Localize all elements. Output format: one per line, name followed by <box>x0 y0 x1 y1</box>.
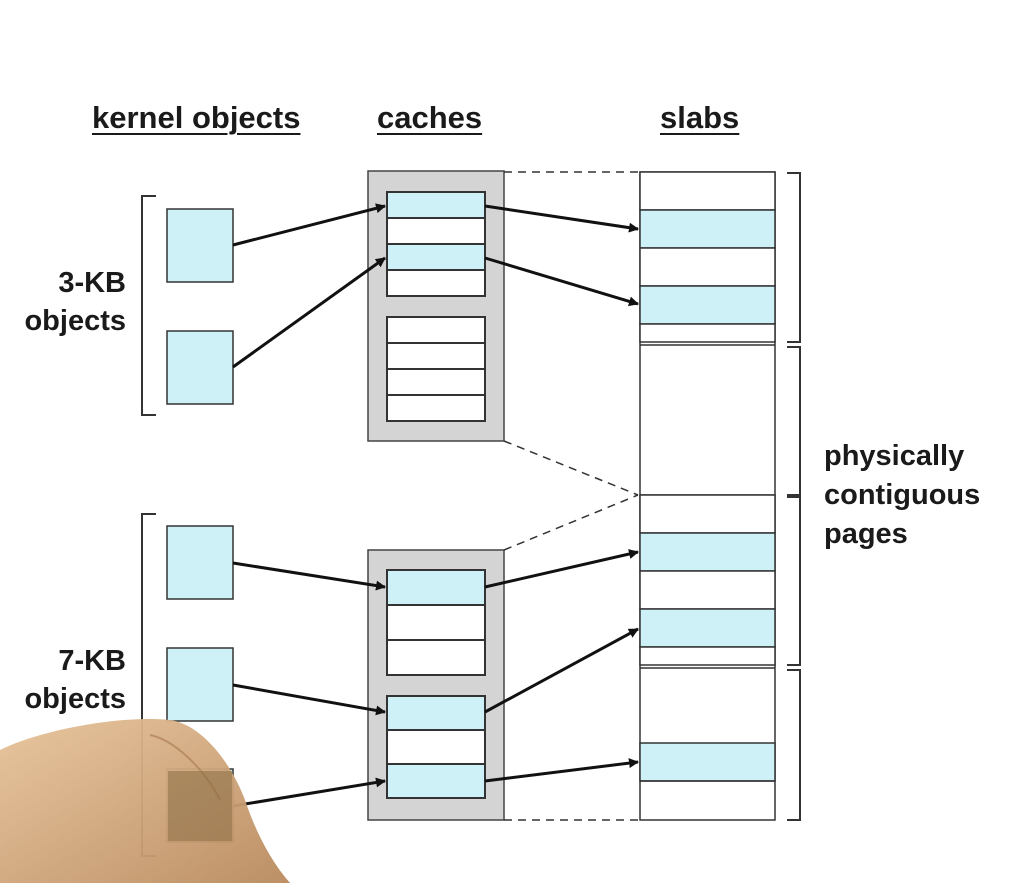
arrow <box>232 683 386 716</box>
slabs-header: slabs <box>660 100 740 135</box>
page-brackets <box>787 172 801 821</box>
cache-7kb <box>367 549 505 821</box>
arrow <box>232 256 386 369</box>
slab-page <box>639 171 776 211</box>
cache-3kb <box>367 170 505 442</box>
side-note: physically contiguous pages <box>824 437 980 554</box>
arrows <box>232 203 639 808</box>
slab-object <box>639 209 776 249</box>
group-label-7kb-size: 7-KB <box>58 645 126 677</box>
kernel-object <box>166 525 234 600</box>
group-bracket-3kb <box>141 195 156 416</box>
side-note-line3: pages <box>824 518 908 550</box>
cache-slab <box>386 316 486 422</box>
slab-object <box>639 532 776 572</box>
arrow <box>484 758 639 783</box>
kernel-object <box>166 330 234 405</box>
slab-page <box>639 494 776 534</box>
group-label-7kb: 7-KB objects <box>0 642 126 718</box>
arrow <box>232 561 386 591</box>
arrow <box>484 627 639 714</box>
side-note-line2: contiguous <box>824 479 981 511</box>
dashed-connectors <box>503 171 640 821</box>
group-label-3kb-size: 3-KB <box>58 267 126 299</box>
arrow <box>484 204 639 233</box>
side-note-line1: physically <box>824 440 965 472</box>
arrow <box>484 256 639 307</box>
kernel-object <box>166 208 234 283</box>
slab-page <box>639 570 776 610</box>
cache-slab <box>386 695 486 799</box>
caches-header: caches <box>377 100 483 135</box>
group-label-3kb: 3-KB objects <box>0 264 126 340</box>
presenter-hand <box>0 719 290 883</box>
arrow <box>484 549 639 589</box>
group-label-3kb-objects: objects <box>24 305 126 337</box>
arrow <box>232 777 386 808</box>
cache-slab <box>386 569 486 676</box>
group-label-7kb-objects: objects <box>24 683 126 715</box>
slab-page <box>639 646 776 666</box>
slab-object <box>639 742 776 782</box>
slab-page <box>639 247 776 287</box>
slab-page <box>639 323 776 343</box>
kernel-objects-header: kernel objects <box>92 100 301 135</box>
cache-slab <box>386 191 486 297</box>
slab-object <box>639 608 776 648</box>
arrow <box>232 203 386 247</box>
slab-object <box>639 285 776 325</box>
slabs-column <box>639 171 776 821</box>
kernel-object <box>166 647 234 722</box>
